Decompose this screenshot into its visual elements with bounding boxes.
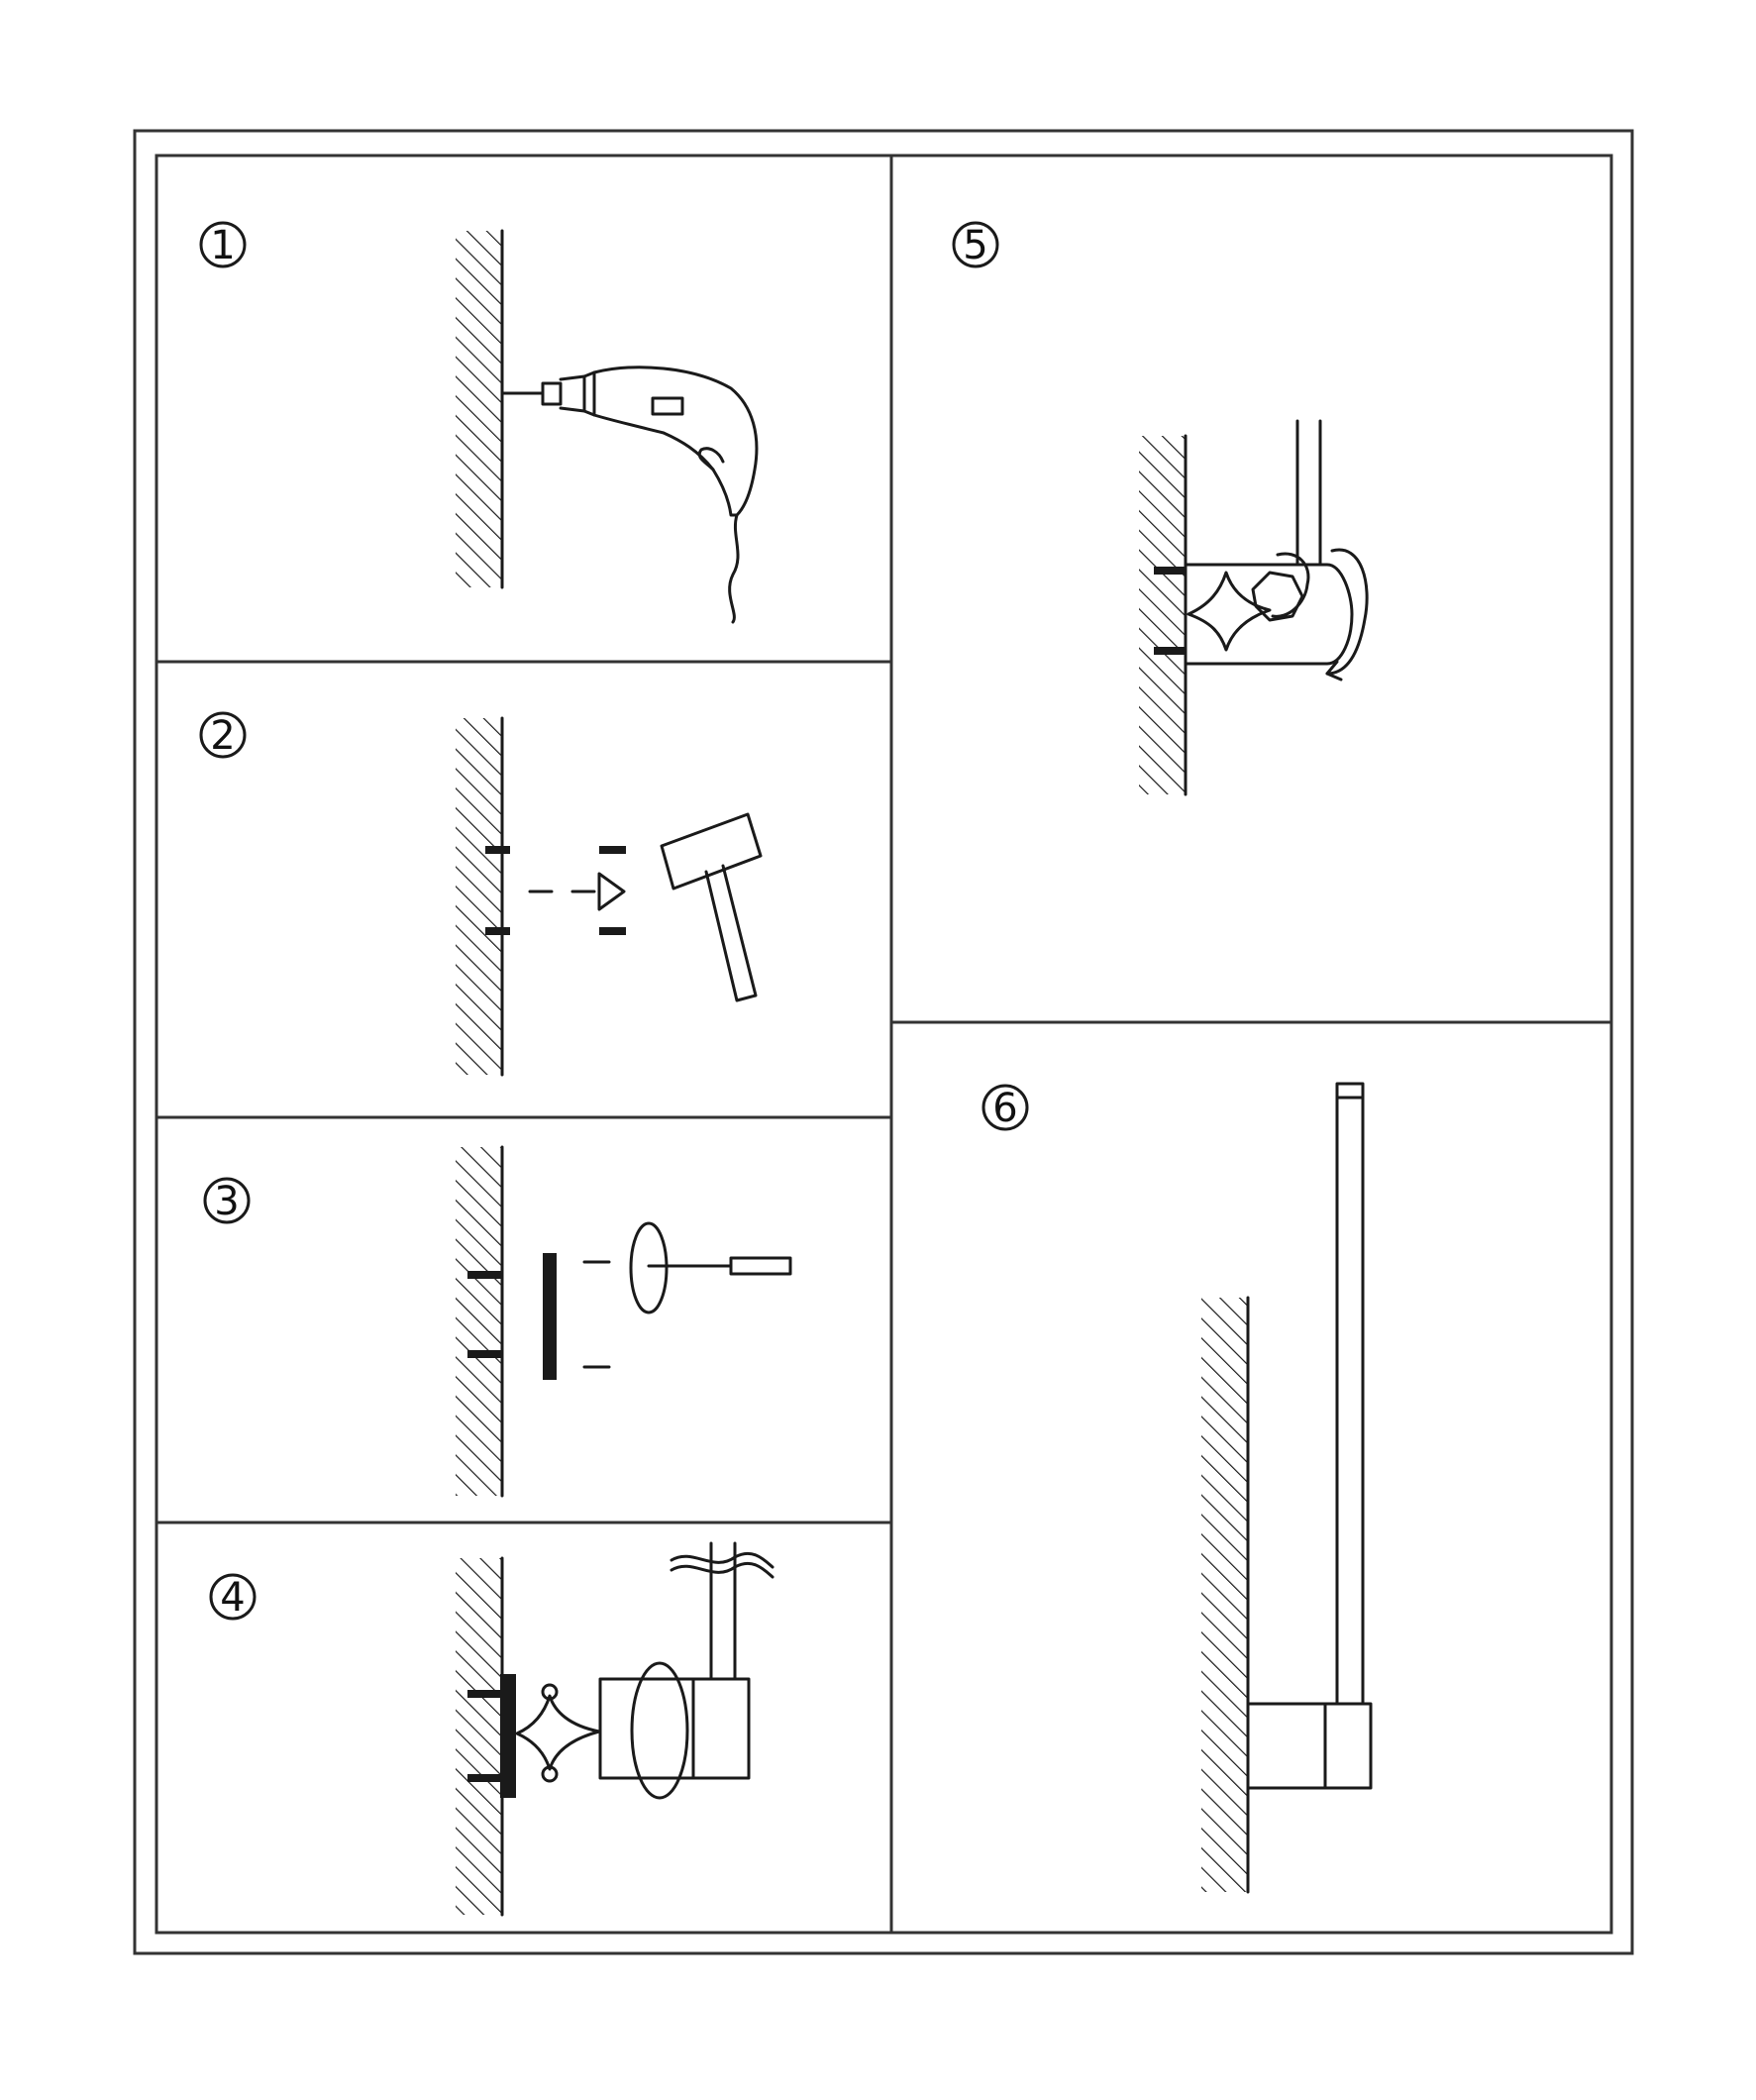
tighten-icon (1184, 419, 1369, 682)
wall-plug (599, 846, 626, 935)
svg-text:2: 2 (210, 713, 235, 759)
step-4-panel: 4 (209, 1541, 775, 1917)
drill-icon (500, 366, 759, 624)
step-6-number: 6 (981, 1084, 1029, 1131)
step-5-panel: 5 (952, 221, 1369, 796)
svg-text:4: 4 (220, 1575, 245, 1621)
wall (456, 1556, 504, 1917)
step-1-panel: 1 (199, 221, 759, 624)
svg-text:1: 1 (210, 223, 235, 268)
wall (456, 229, 504, 589)
arrow-icon (528, 872, 626, 911)
step-3-panel: 3 (203, 1145, 792, 1498)
finished-lamp-icon (1246, 1082, 1373, 1790)
step-3-number: 3 (203, 1177, 251, 1224)
outer-frame (133, 129, 1634, 1955)
svg-text:5: 5 (963, 223, 987, 268)
wall (1139, 434, 1188, 796)
screw-guide (582, 1260, 611, 1369)
step-2-number: 2 (199, 711, 247, 759)
svg-text:3: 3 (214, 1179, 239, 1224)
mounting-plate (543, 1253, 557, 1380)
wall (456, 716, 504, 1077)
step-2-panel: 2 (199, 711, 763, 1077)
inner-frame (155, 154, 1613, 1935)
screwdriver-icon (629, 1221, 792, 1314)
hammer-icon (660, 812, 763, 1002)
step-1-number: 1 (199, 221, 247, 268)
mounting-plate (500, 1674, 516, 1798)
mount-lamp-icon (515, 1541, 775, 1800)
wall-anchor (467, 1690, 502, 1782)
step-5-number: 5 (952, 221, 999, 268)
wall (456, 1145, 504, 1498)
wall-anchor (485, 846, 510, 935)
wall-anchor (1154, 567, 1186, 655)
step-4-number: 4 (209, 1573, 257, 1621)
svg-text:6: 6 (992, 1086, 1017, 1131)
wall (1201, 1296, 1250, 1894)
step-6-panel: 6 (981, 1082, 1373, 1894)
wall-anchor (467, 1271, 502, 1358)
